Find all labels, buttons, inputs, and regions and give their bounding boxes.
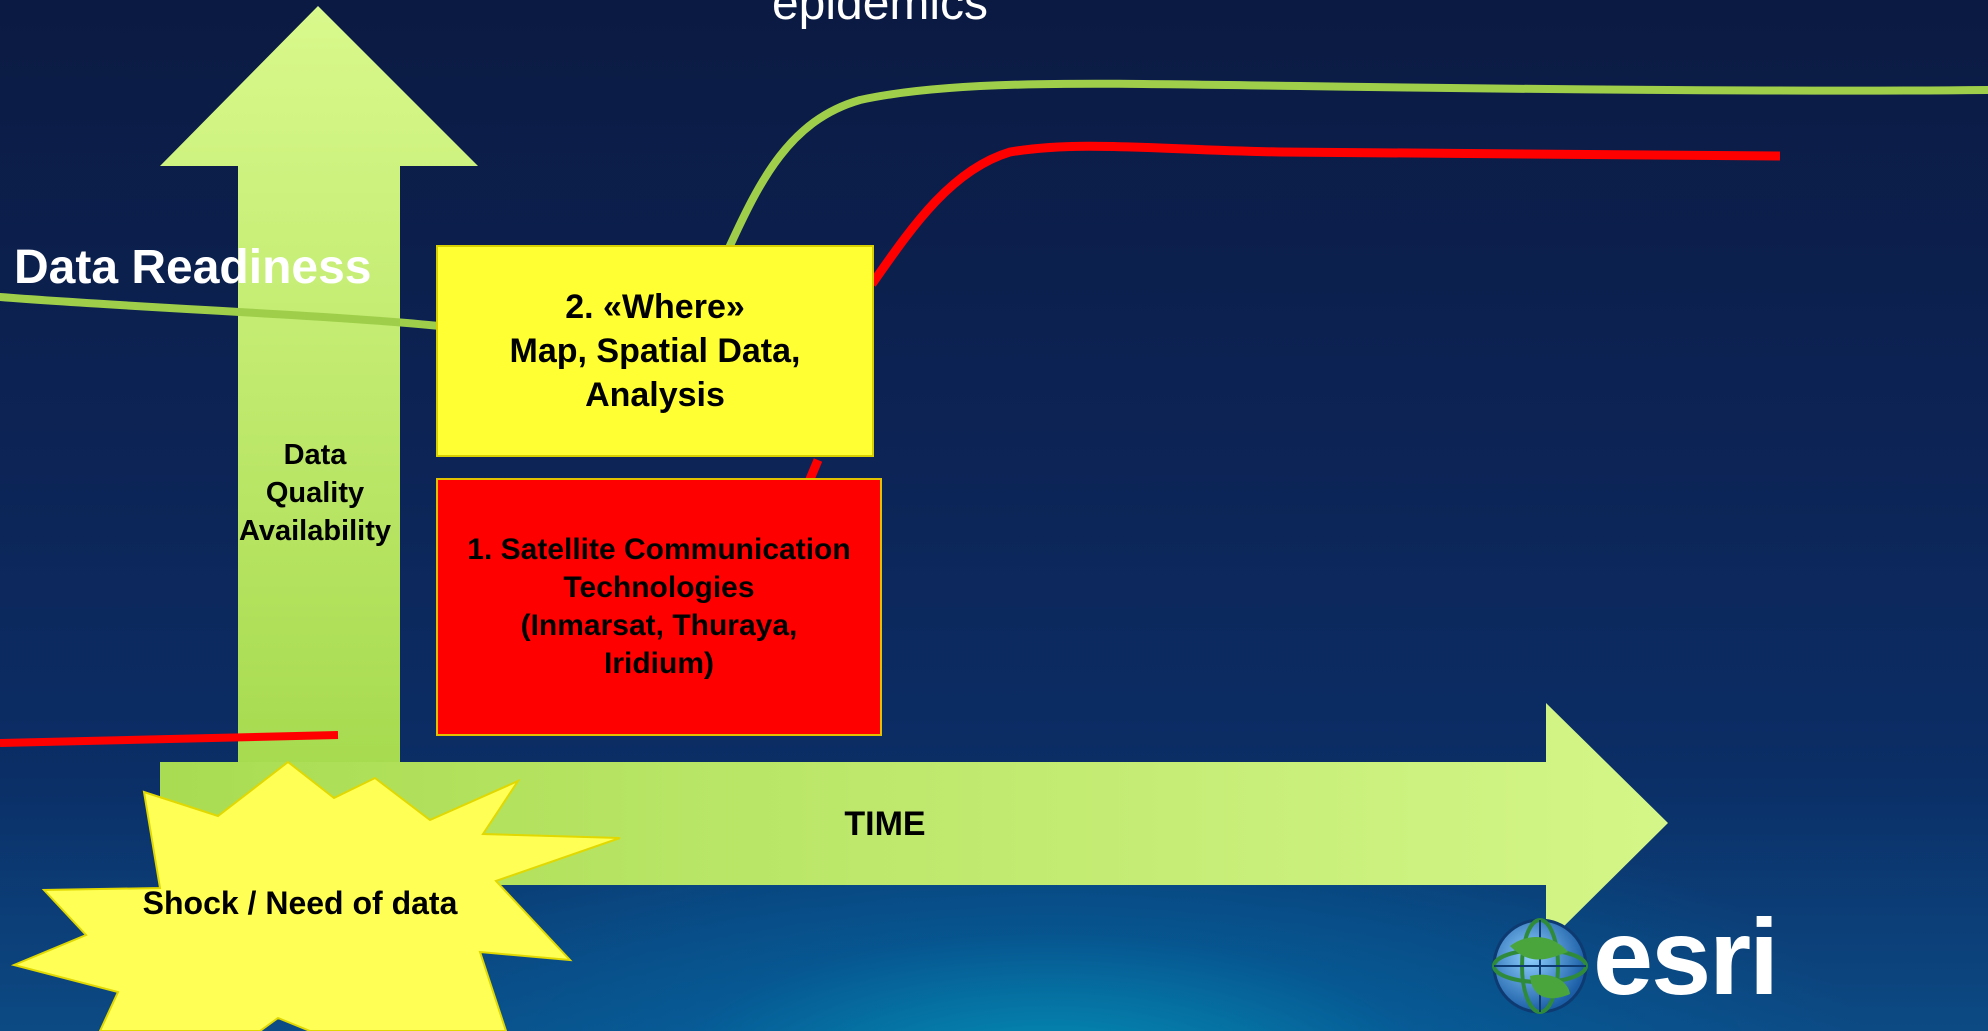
esri-logo: esri [1492, 896, 1782, 1017]
where-box-line-1: 2. «Where» [565, 288, 745, 326]
horizontal-axis-arrow [160, 703, 1668, 944]
satellite-box-line-1: 1. Satellite Communication [467, 533, 851, 566]
red-readiness-curve-left [0, 731, 339, 747]
satellite-box-line-4: Iridium) [604, 647, 714, 680]
y-axis-label: Data Readiness [14, 241, 372, 294]
shock-label: Shock / Need of data [142, 885, 458, 921]
sublabel-line-availability: Availability [238, 515, 392, 547]
sublabel-line-quality: Quality [265, 477, 365, 509]
red-readiness-curve-upper [868, 141, 1781, 287]
sublabel-line-data: Data [283, 439, 347, 471]
x-axis-label: TIME [844, 805, 926, 843]
esri-logo-text: esri [1593, 896, 1779, 1017]
where-box-line-3: Analysis [585, 376, 725, 414]
satellite-box: 1. Satellite Communication Technologies … [436, 478, 882, 736]
green-readiness-curve-left [0, 293, 444, 330]
satellite-box-line-2: Technologies [563, 571, 755, 604]
vertical-axis-arrow [160, 6, 478, 778]
where-box-line-2: Map, Spatial Data, [509, 332, 801, 370]
shock-starburst [10, 760, 621, 1031]
where-box: 2. «Where» Map, Spatial Data, Analysis [436, 245, 874, 457]
green-readiness-curve [724, 79, 1988, 254]
satellite-box-line-3: (Inmarsat, Thuraya, [520, 609, 798, 642]
globe-icon [1492, 918, 1588, 1014]
y-axis-sublabel: Data Quality Availability [230, 436, 400, 550]
slide-title-fragment: epidemics [771, 0, 989, 30]
